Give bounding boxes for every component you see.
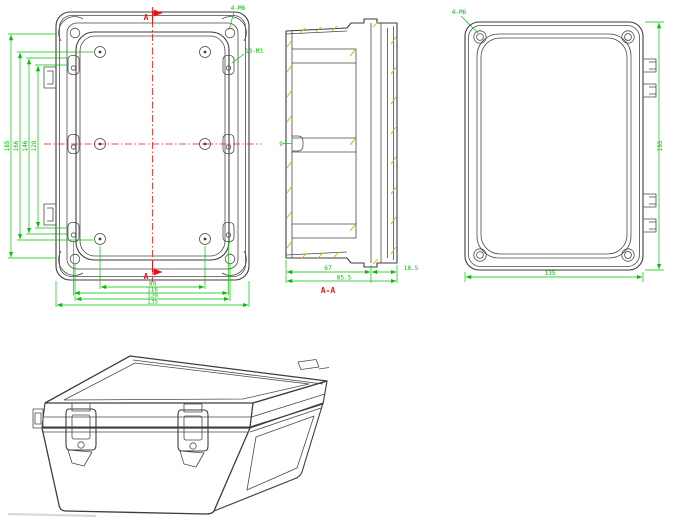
lid-gasket-outer [476,33,632,259]
section-letter-top: A [144,13,149,22]
dim-text-166: 166 [13,140,20,151]
lid-outer-outline [464,21,644,271]
leader-4m6-back [228,11,235,31]
section-hatch-marks [286,21,397,265]
dim-text-185: 185 [4,140,11,151]
iso-latch-left [65,402,97,467]
section-outer-profile [285,18,398,268]
corner-screw-holes [69,27,236,265]
iso-latch-right [177,403,209,468]
iso-lid-front-rim-line [43,393,326,418]
dim-text-18-5: 18.5 [404,265,419,272]
section-marker-top [152,9,163,24]
section-marker-bottom [152,260,163,276]
latch-tail [67,449,93,467]
dim-text-85-5: 85.5 [337,275,352,282]
latch-pivot [189,442,197,450]
dim-text-146: 146 [22,140,29,151]
latch-mount [71,402,91,412]
latch-strap [65,408,97,451]
latch-tail [179,450,205,468]
section-ribs [292,48,357,239]
dim-text-116: 116 [147,287,158,294]
iso-base-front-face [41,427,251,515]
section-view: 9 67 18.5 85.5 A-A [279,18,419,295]
lid-gasket-inner [480,37,628,255]
section-clip [292,135,304,152]
latch-strap [177,409,209,452]
iso-shadow-line [7,512,97,518]
side-hinge-lugs [43,66,56,226]
lid-corner-holes-inner [476,33,632,259]
iso-lid-back-rim [132,359,324,385]
lid-extension-lines [464,21,664,282]
dim-text-195: 195 [657,140,664,151]
dim-text-67: 67 [324,265,332,272]
iso-view [7,355,330,518]
iso-left-lug [32,408,44,429]
lid-view: 4-M6 135 195 [452,9,664,282]
screw-tabs [67,55,235,242]
lid-outer-outline-inner [468,25,640,267]
dim-text-135: 135 [545,270,556,277]
leader-10m3 [231,53,245,64]
lid-hinge-tabs [643,58,657,233]
label-4m6-back: 4-M6 [231,5,246,12]
corner-boss-arcs [58,16,247,276]
screw-tab-holes [70,65,232,238]
iso-lid-right-face [249,380,328,428]
latch-slot [71,414,91,440]
iso-base-right-face [213,402,324,512]
dim-text-128: 128 [31,140,38,151]
dim-text-135b: 135 [147,299,158,306]
section-title: A-A [321,286,336,295]
section-inner-lines [285,23,394,263]
dim-text-120: 120 [147,293,158,300]
leader-4m6-lid [460,15,479,34]
iso-lid-top-panel [63,362,310,401]
bottom-extension-lines [55,242,250,307]
label-4m6-lid: 4-M6 [452,9,467,16]
latch-pivot [77,441,85,449]
dim-text-80: 80 [149,281,157,288]
label-10m3: 10-M3 [245,48,263,55]
iso-base-right-panel [246,415,315,491]
iso-hinge-marks [297,359,330,370]
lid-corner-holes-outer [473,30,635,262]
latch-mount [183,403,203,413]
latch-slot [183,415,203,441]
section-letter-bottom: A [144,272,149,281]
back-view: A A 185 166 146 128 80 116 120 135 4-M6 … [4,5,263,308]
dim-text-9: 9 [279,141,283,148]
iso-base-top-edge-line [42,407,322,433]
left-extension-lines [8,33,93,259]
